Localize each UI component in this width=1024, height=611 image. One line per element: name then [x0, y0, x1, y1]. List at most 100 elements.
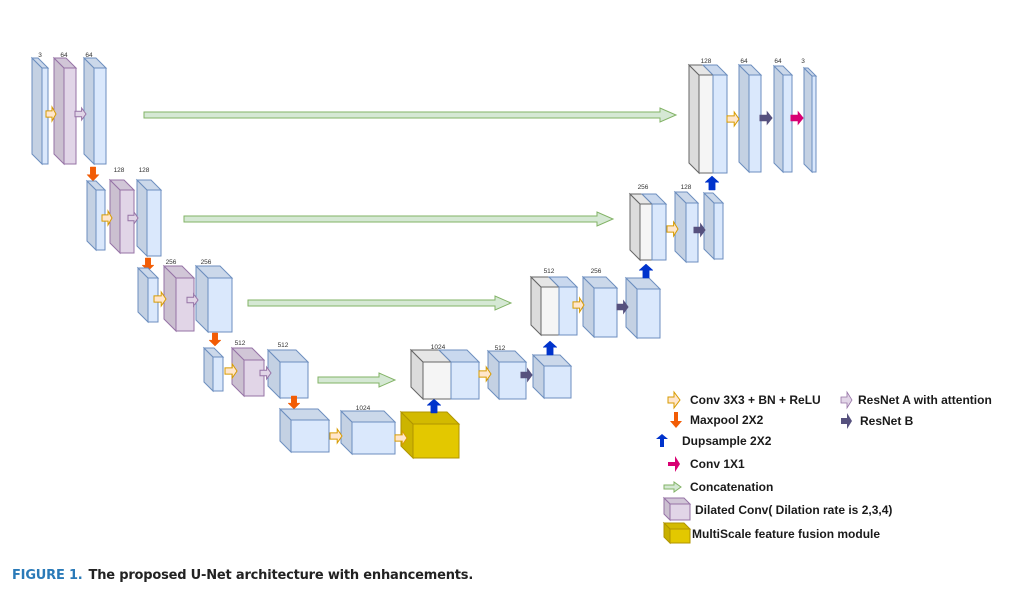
dec1-upsample-arrow: [704, 175, 720, 191]
dec1-label-3: 3: [801, 58, 805, 65]
enc2-resnet-a-arrow: [127, 210, 139, 226]
dec1-label-0: 128: [701, 58, 712, 65]
dec1-map-2-front: [782, 74, 793, 173]
enc3-label-1: 256: [201, 259, 212, 266]
dec4-concat-map: [409, 348, 481, 401]
conv1x1-arrow-icon: [668, 456, 680, 472]
skip3-concat-arrow: [247, 295, 513, 311]
concat-arrow-icon: [663, 481, 682, 493]
enc1-label-0: 3: [38, 52, 42, 59]
bottleneck-map-2: [339, 409, 397, 456]
dec4-map-1: [486, 349, 528, 401]
enc2-output-map: [135, 178, 163, 258]
enc4-label-0: 512: [235, 340, 246, 347]
dec4-concat-map-up-front: [450, 361, 480, 400]
enc1-conv3x3-arrow: [45, 105, 57, 123]
dec3-resnet-b-arrow: [616, 299, 629, 315]
legend-label: ResNet A with attention: [858, 393, 992, 407]
fusion-module-block-icon: [669, 528, 691, 544]
dec1-resnet-b-arrow: [759, 110, 773, 126]
upsample-arrow-icon: [656, 434, 668, 447]
dec2-upsample-arrow: [638, 263, 654, 279]
dec3-map-1: [581, 275, 619, 339]
enc4-conv3x3-arrow: [224, 362, 238, 380]
dec1-map-2-side: [773, 64, 784, 174]
dilated-conv-block-icon: [669, 503, 691, 521]
dec1-output-map-front: [811, 75, 817, 173]
legend-label: Dilated Conv( Dilation rate is 2,3,4): [695, 503, 892, 517]
dec4-resnet-b-arrow: [520, 367, 533, 383]
enc4-dilated-map-front: [243, 359, 265, 397]
dec1-concat-map-up-front: [712, 74, 728, 174]
legend-label: ResNet B: [860, 414, 914, 428]
dec2-map-2: [702, 191, 725, 261]
conv3x3-arrow-icon: [667, 390, 681, 410]
dec2-map-1: [673, 190, 700, 264]
enc1-input-map-side: [31, 56, 43, 166]
legend-label: Maxpool 2X2: [690, 413, 764, 427]
enc3-maxpool-arrow: [208, 332, 222, 347]
dec1-output-map-side: [803, 66, 813, 174]
dec2-map-2-side: [703, 191, 715, 261]
skip1-concat-arrow: [143, 107, 678, 123]
dec2-resnet-b-arrow: [693, 222, 706, 238]
enc3-resnet-a-arrow: [186, 292, 199, 308]
legend-label: Dupsample 2X2: [682, 434, 772, 448]
dec3-upsample-arrow: [542, 340, 558, 356]
dec3-concat-map: [529, 275, 579, 337]
enc1-dilated-map-side: [53, 56, 65, 166]
enc4-output-map-front: [279, 361, 309, 399]
enc1-output-map-side: [83, 56, 95, 166]
dec1-concat-map-copy-front: [698, 74, 714, 174]
dec2-concat-map-side: [629, 192, 641, 262]
enc1-output-map: [82, 56, 108, 166]
legend-label: Conv 1X1: [690, 457, 745, 471]
dec1-label-1: 64: [740, 58, 748, 65]
skip2-concat-arrow: [183, 211, 615, 227]
enc2-label-0: 128: [114, 167, 125, 174]
dec1-label-2: 64: [774, 58, 782, 65]
dec2-concat-map-copy-front: [639, 203, 653, 261]
dec3-map-2-front: [636, 288, 661, 339]
legend-label: MultiScale feature fusion module: [692, 527, 880, 541]
enc1-dilated-map: [52, 56, 78, 166]
dec3-conv3x3-arrow: [572, 296, 585, 314]
dec2-concat-map: [628, 192, 668, 262]
dec4-label-1: 512: [495, 345, 506, 352]
fusion-module-block: [399, 410, 461, 460]
dec4-map-1-front: [498, 361, 527, 400]
legend-item: Conv 1X1: [668, 456, 745, 472]
enc4-input-map: [202, 346, 225, 393]
enc1-resnet-a-arrow: [74, 106, 87, 122]
bottleneck-map-1-front: [290, 419, 330, 453]
enc2-dilated-map: [108, 178, 136, 255]
enc3-output-map-front: [207, 277, 233, 333]
dec3-concat-map-up-front: [558, 286, 578, 336]
dec3-label-0: 512: [544, 268, 555, 275]
legend-item: Maxpool 2X2: [670, 412, 764, 428]
enc4-maxpool-arrow: [287, 395, 301, 410]
enc2-output-map-front: [146, 189, 162, 257]
enc3-dilated-map: [162, 264, 196, 333]
enc2-label-1: 128: [139, 167, 150, 174]
legend-item: Dupsample 2X2: [656, 434, 772, 448]
dec1-map-1-front: [748, 74, 762, 173]
bottleneck-label: 1024: [356, 405, 371, 412]
bottleneck-conv3x3-arrow-1: [329, 427, 343, 445]
legend-item: ResNet A with attention: [840, 390, 992, 410]
legend: Conv 3X3 + BN + ReLU Maxpool 2X2Dupsample…: [656, 390, 992, 545]
enc2-input-map: [85, 179, 107, 252]
dec1-output-map: [802, 66, 818, 174]
dec1-concat-map-side: [688, 63, 700, 175]
enc3-input-map: [136, 266, 160, 324]
dec4-concat-map-copy-front: [422, 361, 452, 400]
maxpool-arrow-icon: [670, 412, 682, 428]
legend-item: Conv 3X3 + BN + ReLU: [667, 390, 821, 410]
legend-item: MultiScale feature fusion module: [662, 521, 880, 545]
dec3-label-1: 256: [591, 268, 602, 275]
dec1-map-1: [737, 63, 763, 174]
resnet-b-arrow-icon: [841, 413, 852, 429]
legend-label: Concatenation: [690, 480, 773, 494]
enc3-conv3x3-arrow: [153, 290, 167, 308]
